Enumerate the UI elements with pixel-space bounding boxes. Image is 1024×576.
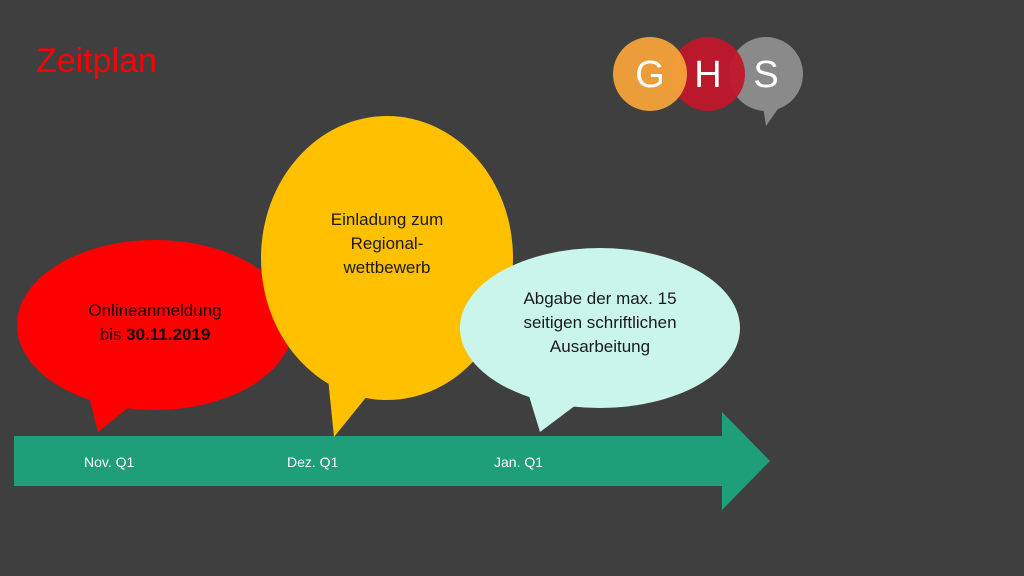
speech-bubble-invitation: [261, 116, 513, 437]
bubble-body-registration: [17, 240, 293, 410]
invitation-line-1: Einladung zum: [330, 210, 444, 229]
invitation-line-2: Regional-: [350, 234, 424, 253]
logo-circle-g: [613, 37, 687, 111]
bubble-text-submission: Abgabe der max. 15 seitigen schriftliche…: [490, 287, 710, 359]
registration-deadline: 30.11.2019: [126, 325, 211, 344]
bubble-text-invitation: Einladung zum Regional- wettbewerb: [287, 208, 487, 280]
slide-title: Zeitplan: [36, 42, 157, 80]
registration-line-1: Onlineanmeldung: [88, 301, 222, 320]
bubble-text-registration: Onlineanmeldung bis 30.11.2019: [35, 299, 275, 347]
registration-line-2: bis 30.11.2019: [35, 323, 275, 347]
tick-jan-q1: Jan. Q1: [494, 454, 544, 470]
tick-nov-q1: Nov. Q1: [84, 454, 135, 470]
submission-line-3: Ausarbeitung: [549, 337, 651, 356]
timeline-arrow: [14, 412, 770, 510]
bubble-body-invitation: [261, 116, 513, 400]
logo-circle-s: [729, 37, 803, 111]
submission-line-2: seitigen schriftlichen: [523, 313, 677, 332]
tick-dez-q1: Dez. Q1: [287, 454, 339, 470]
logo-letter-g: G: [635, 54, 665, 96]
speech-bubble-submission: [460, 248, 740, 432]
logo-circle-h: [671, 37, 745, 111]
logo-letter-s: S: [753, 54, 778, 96]
ghs-logo: G H S: [613, 37, 803, 126]
registration-prefix: bis: [99, 325, 127, 344]
invitation-line-3: wettbewerb: [343, 258, 431, 277]
bubble-body-submission: [460, 248, 740, 408]
logo-letter-h: H: [694, 54, 721, 96]
submission-line-1: Abgabe der max. 15: [523, 289, 677, 308]
speech-bubble-registration: [17, 240, 293, 432]
